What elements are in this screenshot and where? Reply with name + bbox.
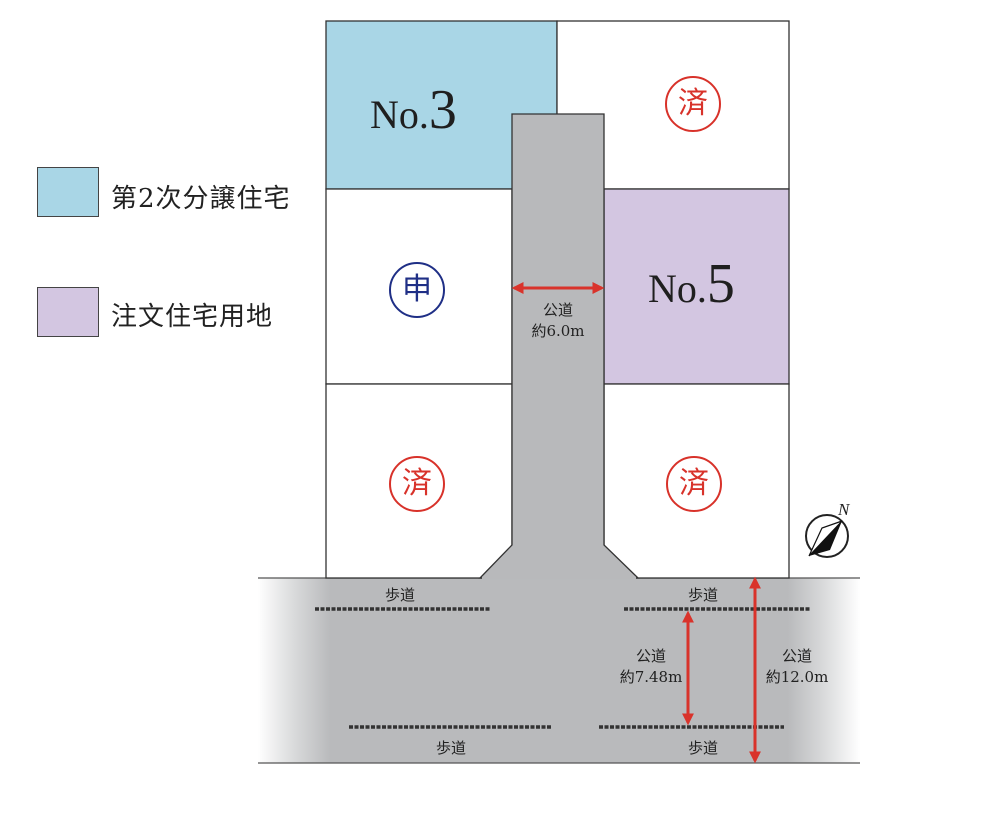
road-width: 約7.48m [619, 668, 683, 686]
lot-prefix: No. [370, 92, 429, 137]
public-road-inner-label: 公道 約7.48m [611, 646, 691, 688]
access-road-label: 公道 約6.0m [526, 300, 590, 342]
sidewalk-label-top-right: 歩道 [688, 586, 719, 604]
sidewalk-label-top-left: 歩道 [385, 586, 416, 604]
access-road [478, 113, 640, 579]
lot-prefix: No. [648, 266, 707, 311]
sold-stamp-top-right: 済 [665, 76, 721, 132]
road-name: 公道 [542, 301, 573, 319]
applied-stamp-mid-left: 申 [389, 262, 445, 318]
lot-number-3: No.3 [370, 78, 457, 142]
public-road-outer-label: 公道 約12.0m [757, 646, 837, 688]
lot-number: 5 [706, 253, 735, 315]
sidewalk-label-bottom-left: 歩道 [436, 739, 467, 757]
lot-number-5: No.5 [648, 252, 735, 316]
sold-stamp-bottom-right: 済 [666, 456, 722, 512]
legend-swatch-custom-home-land [37, 287, 99, 337]
compass-north-icon [805, 514, 849, 558]
sold-stamp-bottom-left: 済 [389, 456, 445, 512]
legend-swatch-second-sale [37, 167, 99, 217]
legend-label-second-sale: 第2次分譲住宅 [111, 184, 291, 214]
road-name: 公道 [635, 647, 666, 665]
legend-label-custom-home-land: 注文住宅用地 [111, 302, 274, 332]
road-name: 公道 [781, 647, 812, 665]
lot-number: 3 [428, 79, 457, 141]
compass-label: N [838, 500, 850, 519]
lot-no5 [603, 188, 790, 385]
sidewalk-label-bottom-right: 歩道 [688, 739, 719, 757]
road-width: 約6.0m [531, 322, 585, 340]
road-width: 約12.0m [765, 668, 829, 686]
